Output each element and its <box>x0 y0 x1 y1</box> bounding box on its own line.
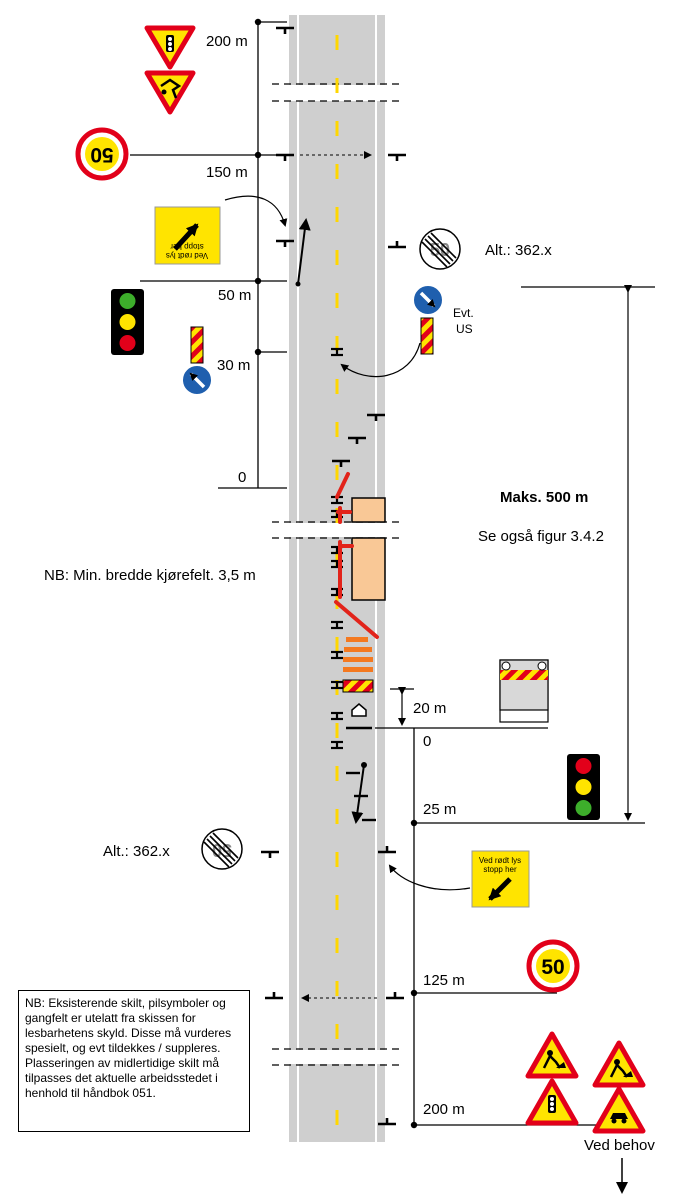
distance-label-200m-top: 200 m <box>206 33 248 50</box>
distance-label-200m-bottom: 200 m <box>423 1101 465 1118</box>
distance-label-125m: 125 m <box>423 972 465 989</box>
cone-row <box>343 667 373 672</box>
alt-label-top: Alt.: 362.x <box>485 242 552 259</box>
distance-label-30m-top: 30 m <box>217 357 250 374</box>
note-paragraph-2: Plasseringen av midlertidige skilt må ti… <box>25 1056 220 1100</box>
sign-triangle-slippery-bottom <box>592 1086 646 1134</box>
sign-speed-limit-bottom: 50 <box>526 939 580 993</box>
distance-label-25m: 25 m <box>423 801 456 818</box>
sign-triangle-slippery-top <box>144 70 196 115</box>
speed-limit-value-top: 50 <box>90 143 113 166</box>
note-paragraph-1: NB: Eksisterende skilt, pilsymboler og g… <box>25 996 232 1055</box>
see-figure-label: Se også figur 3.4.2 <box>478 528 604 545</box>
sign-triangle-road-work-2 <box>592 1040 646 1088</box>
alt-label-bottom: Alt.: 362.x <box>103 843 170 860</box>
traffic-light-bottom <box>567 754 600 820</box>
sign-speed-limit-top: 50 <box>75 127 129 181</box>
distance-label-0-top: 0 <box>238 469 246 486</box>
direction-arrows <box>224 151 471 1002</box>
traffic-light-top <box>111 289 144 355</box>
cone-taper <box>343 637 373 672</box>
evt-label: Evt. <box>453 306 474 320</box>
bollard-stripes-evt <box>420 317 434 355</box>
sign-keep-left-blue <box>181 364 213 396</box>
cone-row <box>346 637 368 642</box>
sign-triangle-road-work-1 <box>525 1031 579 1079</box>
sign-triangle-traffic-light-bottom <box>525 1078 579 1126</box>
sign-triangle-traffic-light-top <box>144 25 196 70</box>
sign-end-speed-limit-bottom: 50 <box>201 828 243 870</box>
sign-end-speed-limit-top: 50 <box>419 228 461 270</box>
red-light-label-bottom-2: stopp her <box>483 865 517 874</box>
warning-vehicle <box>499 659 549 723</box>
min-width-note: NB: Min. bredde kjørefelt. 3,5 m <box>44 567 256 584</box>
distance-label-20m: 20 m <box>413 700 446 717</box>
us-label: US <box>456 322 473 336</box>
cone-row <box>343 657 373 662</box>
sign-red-light-stop-bottom: Ved rødt lys stopp her <box>471 850 530 908</box>
top-distance-scale: 200 m 150 m 50 m 30 m 0 <box>130 18 287 489</box>
sign-post-markers <box>261 26 406 1126</box>
max-length-label: Maks. 500 m <box>500 489 588 506</box>
sign-keep-right-blue-top <box>412 284 444 316</box>
distance-label-150m-top: 150 m <box>206 164 248 181</box>
red-light-label-top-2: stopp her <box>170 242 204 251</box>
max-length-dimension: Maks. 500 m Se også figur 3.4.2 <box>478 285 655 821</box>
note-box: NB: Eksisterende skilt, pilsymboler og g… <box>18 990 250 1132</box>
distance-label-50m-top: 50 m <box>218 287 251 304</box>
work-zone <box>334 472 386 730</box>
bollard-stripes-left <box>190 326 204 364</box>
cone-row <box>344 647 372 652</box>
sign-red-light-stop-top: Ved rødt lys stopp her <box>154 206 221 265</box>
distance-label-0-bottom: 0 <box>423 733 431 750</box>
speed-limit-value-bottom: 50 <box>541 956 564 979</box>
bottom-distance-scale: 20 m 0 25 m 125 m 200 m <box>375 687 645 1129</box>
red-light-label-bottom-1: Ved rødt lys <box>479 856 521 865</box>
ved-behov-label: Ved behov <box>584 1137 655 1154</box>
red-light-label-top-1: Ved rødt lys <box>166 251 208 260</box>
